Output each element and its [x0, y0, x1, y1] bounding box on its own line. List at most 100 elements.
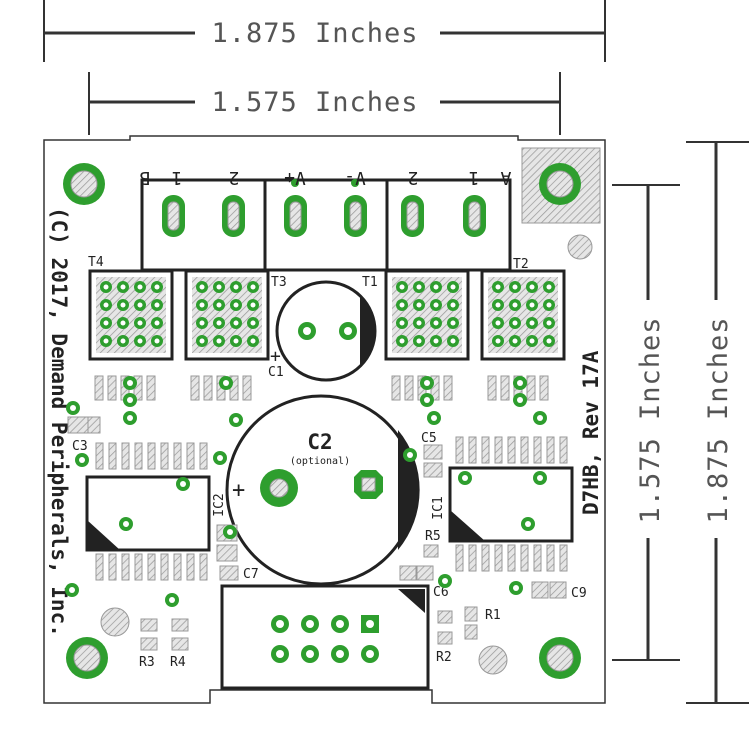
- smd-pad: [186, 442, 195, 470]
- label-t4: T4: [88, 255, 104, 270]
- passive-pad: [464, 624, 478, 640]
- passive-pad: [423, 544, 439, 558]
- passive-pad: [87, 416, 101, 434]
- terminal-pads: [162, 195, 486, 237]
- smd-pad: [507, 436, 516, 464]
- smd-pad: [146, 375, 156, 401]
- passive-pad: [464, 606, 478, 622]
- smd-pad: [121, 442, 130, 470]
- passive-pad: [140, 618, 158, 632]
- smd-pad: [533, 436, 542, 464]
- smd-pad: [533, 544, 542, 572]
- smd-pad: [121, 553, 130, 581]
- smd-pad: [95, 553, 104, 581]
- smd-pad: [147, 553, 156, 581]
- mounting-hole-top-left: [63, 163, 105, 205]
- smd-pad: [507, 544, 516, 572]
- passive-pad: [140, 637, 158, 651]
- label-t2: T2: [513, 257, 529, 272]
- smd-pad: [494, 544, 503, 572]
- smd-pad: [487, 375, 497, 401]
- label-c2: C2: [307, 430, 332, 454]
- label-r3: R3: [139, 655, 155, 670]
- smd-pad: [404, 375, 414, 401]
- smd-pad: [455, 436, 464, 464]
- dynamic-components: [65, 281, 568, 663]
- smd-pad: [468, 436, 477, 464]
- label-c6: C6: [433, 585, 449, 600]
- smd-pad: [526, 375, 536, 401]
- terminal-labels: B 1 2 V+ V- 2 1 A: [140, 167, 512, 188]
- smd-pad: [539, 375, 549, 401]
- passive-pad: [399, 565, 417, 581]
- smd-pad: [108, 553, 117, 581]
- smd-pad: [546, 544, 555, 572]
- terminal-label-vminus: V-: [344, 167, 366, 188]
- passive-pad: [216, 544, 238, 562]
- mounting-hole-bottom-right: [539, 637, 581, 679]
- fiducial-bottom-right: [478, 645, 508, 675]
- smd-pad: [242, 375, 252, 401]
- smd-pad: [443, 375, 453, 401]
- label-t1: T1: [362, 275, 378, 290]
- terminal-label-b1: 1: [172, 167, 183, 188]
- smd-pad: [199, 442, 208, 470]
- fiducial-top-right: [567, 234, 593, 260]
- copyright-text: (C) 2017, Demand Peripherals, Inc.: [47, 207, 71, 637]
- svg-text:+: +: [232, 478, 245, 503]
- smd-pad: [520, 544, 529, 572]
- smd-pad: [134, 442, 143, 470]
- terminal-label-a2: 2: [408, 167, 419, 188]
- dimension-right-outer: 1.875 Inches: [686, 141, 749, 704]
- label-c3: C3: [72, 439, 88, 454]
- label-c5: C5: [421, 431, 437, 446]
- smd-pad: [147, 442, 156, 470]
- capacitor-c1: +: [270, 280, 377, 382]
- dimension-right-outer-label: 1.875 Inches: [703, 316, 734, 523]
- label-r2: R2: [436, 650, 452, 665]
- board-name-text: D7HB, Rev 17A: [579, 350, 603, 515]
- smd-pad: [546, 436, 555, 464]
- smd-pad: [108, 442, 117, 470]
- smd-pad: [199, 553, 208, 581]
- smd-pad: [107, 375, 117, 401]
- terminal-label-b: B: [140, 167, 151, 188]
- smd-pad: [559, 436, 568, 464]
- smd-pad: [520, 436, 529, 464]
- fiducial-bottom-left: [100, 607, 130, 637]
- smd-pad: [160, 442, 169, 470]
- dimension-top-outer-label: 1.875 Inches: [211, 18, 418, 49]
- smd-pad: [186, 553, 195, 581]
- dimension-right-inner: 1.575 Inches: [612, 184, 680, 661]
- smd-pad: [95, 442, 104, 470]
- label-ic2: IC2: [212, 493, 227, 516]
- smd-pad: [173, 442, 182, 470]
- passive-pad: [549, 581, 567, 599]
- io-connector: [220, 584, 430, 690]
- smd-pad: [391, 375, 401, 401]
- label-c1: C1: [268, 365, 284, 380]
- smd-pad: [160, 553, 169, 581]
- dimension-top-outer: 1.875 Inches: [43, 0, 606, 62]
- label-c2-note: (optional): [290, 456, 350, 467]
- smd-pad: [134, 553, 143, 581]
- passive-pad: [67, 416, 89, 434]
- label-ic1: IC1: [431, 496, 446, 519]
- label-t3: T3: [271, 275, 287, 290]
- passive-pad: [437, 631, 453, 645]
- smd-pad: [173, 553, 182, 581]
- smd-pad: [190, 375, 200, 401]
- label-r1: R1: [485, 608, 501, 623]
- label-r5: R5: [425, 529, 441, 544]
- smd-pad: [481, 544, 490, 572]
- smd-pad: [500, 375, 510, 401]
- passive-pad: [171, 637, 189, 651]
- passive-pad: [437, 610, 453, 624]
- smd-pad: [468, 544, 477, 572]
- passive-pad: [423, 462, 443, 478]
- passive-pad: [171, 618, 189, 632]
- mounting-hole-bottom-left: [66, 637, 108, 679]
- ic2: [85, 475, 211, 552]
- terminal-label-b2: 2: [229, 167, 240, 188]
